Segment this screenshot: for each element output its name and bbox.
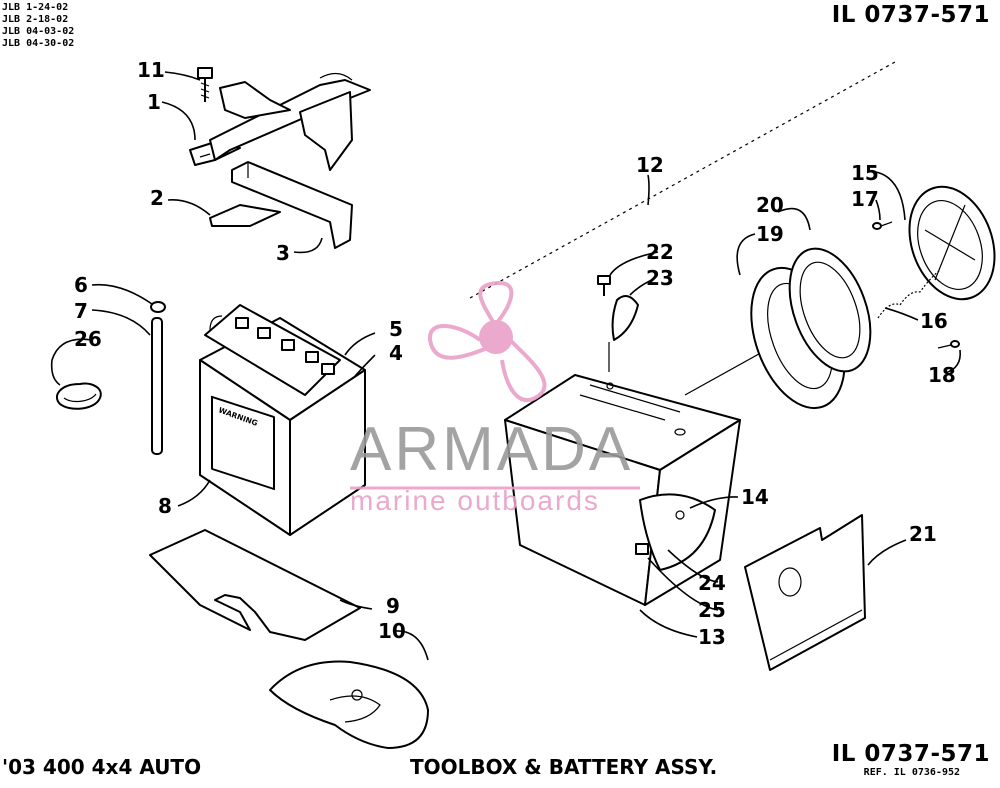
callout-19: 19 [756,222,784,246]
reference-code: REF. IL 0736-952 [863,767,960,778]
assembly-title: TOOLBOX & BATTERY ASSY. [410,755,718,779]
callout-2: 2 [150,186,164,210]
battery [199,304,366,536]
callout-6: 6 [74,273,88,297]
watermark-tagline: marine outboards [350,485,600,516]
illustration-code-bottom: IL 0737-571 [831,741,990,767]
callout-24: 24 [698,571,726,595]
callout-11: 11 [137,58,165,82]
lid-tether [877,269,941,319]
propeller-hub-icon [479,320,513,354]
hose-clamp [55,382,102,410]
callout-26: 26 [74,327,102,351]
callout-9: 9 [386,594,400,618]
callout-14: 14 [741,485,769,509]
callout-25: 25 [698,598,726,622]
battery-mat [149,529,361,641]
model-name: '03 400 4x4 AUTO [2,755,202,779]
revision-entry: JLB 1-24-02 [2,2,69,13]
callout-18: 18 [928,363,956,387]
propeller-logo-icon [428,280,547,402]
callout-21: 21 [909,522,937,546]
leader-lines [50,71,962,661]
revision-entry: JLB 2-18-02 [2,14,69,25]
vent-tube [151,317,163,455]
toolbox-lid [908,185,996,301]
battery-pad [209,204,281,227]
callout-22: 22 [646,240,674,264]
screw-part-11 [197,67,213,102]
callout-23: 23 [646,266,674,290]
callout-3: 3 [276,241,290,265]
callout-7: 7 [74,299,88,323]
lid-ring [750,247,872,410]
hold-down-bracket [189,72,371,171]
callout-labels: 11 1 2 3 6 7 26 5 4 8 9 10 12 22 23 14 2… [74,58,956,649]
bracket-spacer [231,161,353,249]
callout-12: 12 [636,153,664,177]
watermark-brand: ARMADA [350,415,633,484]
callout-20: 20 [756,193,784,217]
callout-15: 15 [851,161,879,185]
illustration-code-top: IL 0737-571 [831,2,990,28]
callout-5: 5 [389,317,403,341]
callout-10: 10 [378,619,406,643]
callout-13: 13 [698,625,726,649]
revision-entry: JLB 04-30-02 [2,38,75,49]
callout-16: 16 [920,309,948,333]
revision-list: JLB 1-24-02 JLB 2-18-02 JLB 04-03-02 JLB… [2,2,74,50]
side-panel [744,514,866,671]
terminal-cover [269,660,429,749]
callout-4: 4 [389,341,403,365]
callout-17: 17 [851,187,879,211]
rivet-part-18 [937,340,960,349]
revision-entry: JLB 04-03-02 [2,26,75,37]
vent-cap [150,301,166,313]
armada-watermark: ARMADA marine outboards [350,280,640,516]
callout-8: 8 [158,494,172,518]
rivet-part-17 [872,221,893,230]
callout-1: 1 [147,90,161,114]
screw-part-22 [597,275,611,296]
strap-clip [611,295,639,341]
